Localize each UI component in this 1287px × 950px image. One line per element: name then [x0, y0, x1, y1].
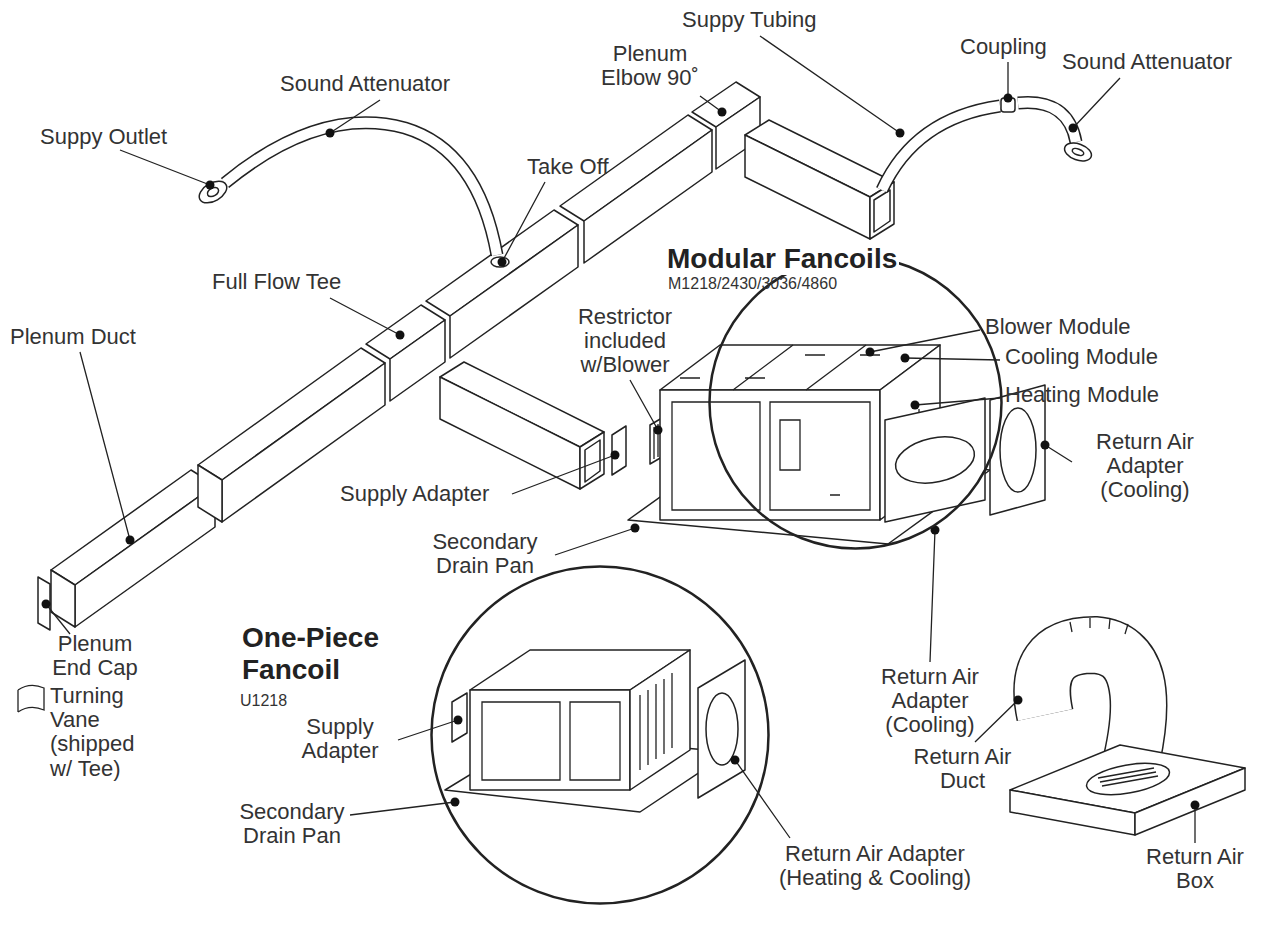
- part-label: Restrictor included w/Blower: [570, 305, 680, 378]
- drawing-part: [126, 536, 135, 545]
- drawing-part: [225, 123, 497, 255]
- drawing-part: [51, 570, 75, 627]
- part-label: Coupling: [960, 35, 1047, 59]
- drawing-part: [75, 485, 215, 627]
- drawing-part: [891, 430, 978, 490]
- drawing-part: [1084, 758, 1172, 800]
- drawing-part: [454, 716, 463, 725]
- group-heading: Modular Fancoils: [665, 243, 899, 275]
- drawing-part: [612, 426, 626, 475]
- drawing-part: [440, 377, 580, 489]
- drawing-part: [1014, 696, 1023, 705]
- group-outline: [708, 255, 1003, 550]
- part-label: Secondary Drain Pan: [415, 530, 555, 578]
- drawing-part: [1069, 124, 1078, 133]
- drawing-part: [491, 257, 509, 267]
- drawing-part: [38, 577, 50, 630]
- drawing-part: [18, 685, 44, 712]
- drawing-part: [896, 129, 905, 138]
- drawing-part: [1041, 441, 1050, 450]
- drawing-part: [630, 650, 690, 790]
- part-label: Supply Adapter: [340, 482, 489, 506]
- drawing-part: [745, 135, 870, 239]
- drawing-part: [42, 600, 51, 609]
- drawing-part: [450, 225, 578, 358]
- drawing-part: [611, 451, 620, 460]
- drawing-part: [718, 108, 727, 117]
- part-label: Return Air Box: [1140, 845, 1250, 893]
- drawing-part: [901, 354, 910, 363]
- drawing-part: [1018, 102, 1076, 142]
- part-label: Cooling Module: [1005, 345, 1158, 369]
- fancoil-group-circle: One-Piece FancoilU1218: [430, 565, 770, 905]
- part-label: Return Air Adapter (Heating & Cooling): [770, 842, 980, 890]
- group-outline: [430, 565, 770, 905]
- part-label: Return Air Duct: [905, 745, 1020, 793]
- part-label: Turning Vane (shipped w/ Tee): [50, 684, 150, 781]
- model-numbers: U1218: [240, 692, 287, 710]
- part-label: Plenum End Cap: [45, 632, 145, 680]
- drawing-part: [452, 693, 467, 742]
- part-label: Sound Attenuator: [280, 72, 450, 96]
- part-label: Plenum Duct: [10, 325, 136, 349]
- drawing-part: [882, 106, 1000, 190]
- drawing-part: [451, 798, 460, 807]
- drawing-part: [1071, 147, 1084, 157]
- drawing-part: [870, 182, 894, 239]
- drawing-part: [631, 524, 640, 533]
- group-circle: [432, 567, 769, 904]
- part-label: Suppy Tubing: [682, 8, 817, 32]
- drawing-part: [206, 181, 215, 190]
- drawing-part: [874, 190, 890, 232]
- part-label: Secondary Drain Pan: [222, 800, 362, 848]
- drawing-part: [46, 36, 1195, 843]
- drawing-part: [672, 402, 870, 510]
- drawing-part: [1191, 801, 1200, 810]
- drawing-part: [225, 123, 497, 255]
- part-label: Sound Attenuator: [1062, 50, 1232, 74]
- leader-dots: [42, 94, 1200, 810]
- part-label: Take Off: [527, 155, 609, 179]
- drawing-part: [882, 106, 1000, 190]
- drawing-part: [1070, 618, 1128, 634]
- drawing-part: [654, 426, 663, 435]
- part-label: Supply Adapter: [285, 715, 395, 763]
- drawing-part: [1062, 140, 1094, 165]
- fancoil-group-circle: Modular FancoilsM1218/2430/3036/4860: [708, 255, 1003, 550]
- part-label: Heating Module: [1005, 383, 1159, 407]
- group-heading: One-Piece Fancoil: [240, 622, 419, 686]
- drawing-part: [1004, 94, 1013, 103]
- part-label: Full Flow Tee: [212, 270, 341, 294]
- model-numbers: M1218/2430/3036/4860: [668, 275, 837, 293]
- group-circle: [710, 257, 1002, 549]
- drawing-part: [1018, 102, 1076, 142]
- part-label: Blower Module: [985, 315, 1131, 339]
- drawing-part: [470, 690, 630, 790]
- part-label: Return Air Adapter (Cooling): [860, 665, 1000, 738]
- drawing-part: [198, 465, 222, 522]
- drawing-part: [1000, 408, 1036, 492]
- drawing-part: [660, 390, 880, 520]
- part-label: Plenum Elbow 90˚: [590, 42, 710, 90]
- drawing-part: [1098, 768, 1158, 786]
- drawing-part: [390, 320, 445, 401]
- drawing-part: [498, 258, 507, 267]
- drawing-part: [866, 348, 875, 357]
- drawing-part: [885, 398, 985, 522]
- drawing-part: [396, 331, 405, 340]
- drawing-part: [706, 693, 738, 765]
- drawing-part: [731, 756, 740, 765]
- drawing-part: [1010, 790, 1135, 835]
- drawing-part: [482, 673, 672, 780]
- drawing-part: [698, 660, 745, 798]
- drawing-part: [911, 401, 920, 410]
- part-label: Suppy Outlet: [40, 125, 167, 149]
- part-label: Return Air Adapter (Cooling): [1075, 430, 1215, 503]
- drawing-part: [326, 129, 335, 138]
